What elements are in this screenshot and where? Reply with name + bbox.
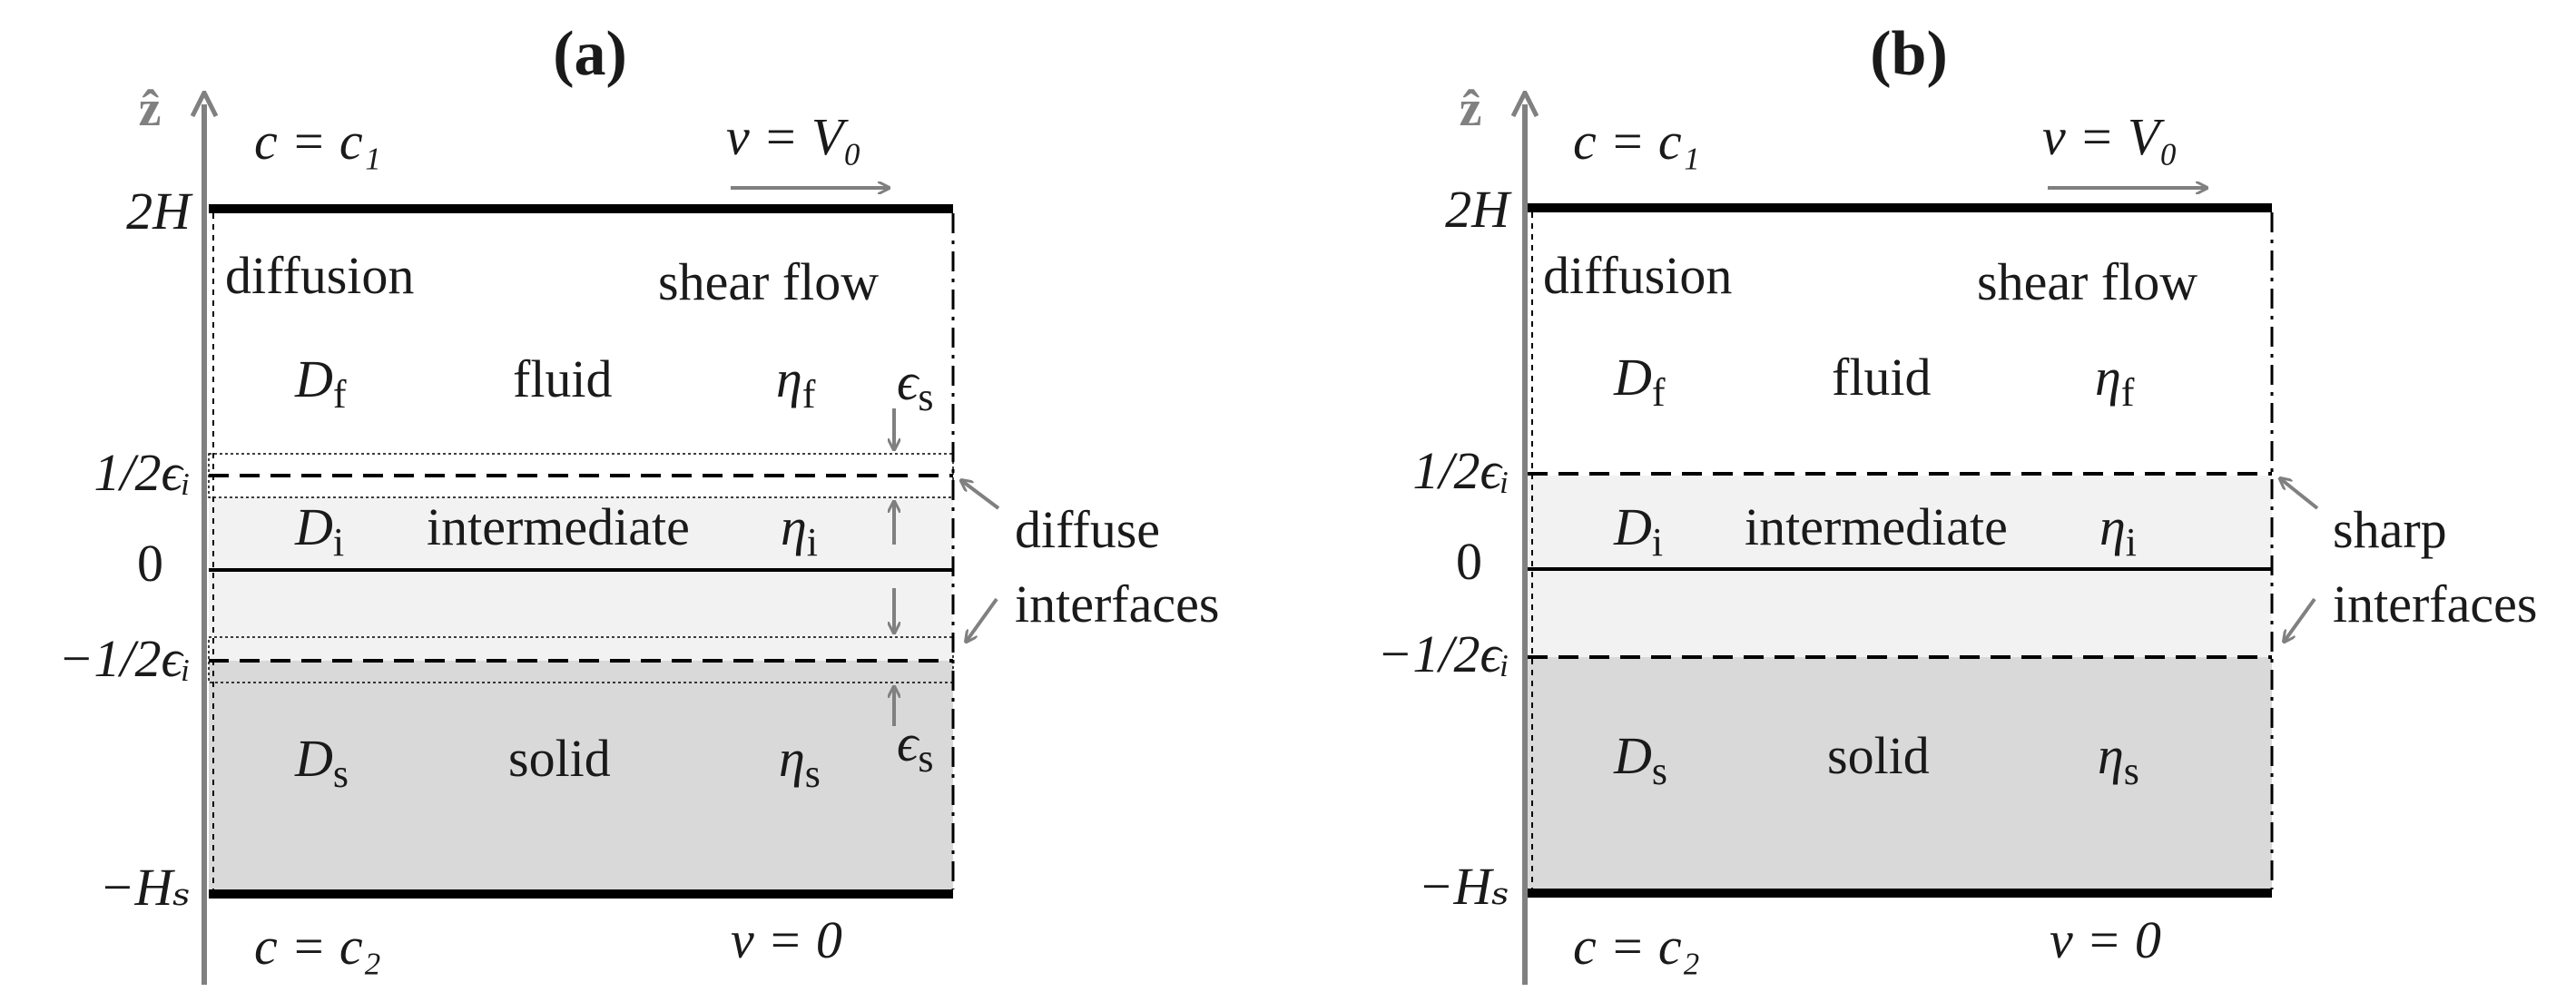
interface-label-line2: interfaces bbox=[2333, 575, 2537, 634]
callout-arrow-bottom bbox=[2285, 597, 2316, 641]
solid-label: solid bbox=[508, 729, 611, 788]
fluid-label: fluid bbox=[513, 349, 613, 408]
tick-2H: 2H bbox=[1445, 180, 1512, 239]
tick-neg-Hs: −Hₛ bbox=[1418, 857, 1509, 916]
tick-neg-half-eps: −1/2ϵᵢ bbox=[58, 629, 191, 688]
intermediate-region-lower bbox=[209, 570, 953, 661]
bottom-c-condition: c = c₂ bbox=[1573, 917, 1700, 976]
D-fluid: Df bbox=[1613, 348, 1666, 415]
eta-intermediate: ηi bbox=[781, 497, 818, 565]
eta-solid: ηs bbox=[779, 729, 821, 796]
z-axis-label: ẑ bbox=[1460, 81, 1482, 137]
interface-label-line1: diffuse bbox=[1015, 500, 1160, 559]
solid-label: solid bbox=[1827, 726, 1930, 785]
interface-label-line2: interfaces bbox=[1015, 575, 1219, 634]
D-intermediate: Di bbox=[1613, 497, 1663, 565]
top-c-condition: c = c₁ bbox=[254, 112, 381, 171]
panel-title: (a) bbox=[553, 19, 627, 89]
fluid-label: fluid bbox=[1832, 348, 1932, 407]
top-v-condition: v = V₀ bbox=[726, 107, 861, 166]
tick-neg-half-eps: −1/2ϵᵢ bbox=[1377, 624, 1509, 683]
panel-b: (b) ẑ 2H 1/2ϵᵢ 0 −1/2ϵᵢ −Hₛ c = c₁ v = V… bbox=[1377, 19, 2537, 985]
diffusion-label: diffusion bbox=[1543, 246, 1732, 305]
D-solid: Ds bbox=[1613, 726, 1667, 793]
tick-neg-Hs: −Hₛ bbox=[99, 858, 191, 917]
solid-region bbox=[1528, 657, 2272, 894]
tick-zero: 0 bbox=[137, 534, 163, 593]
bottom-v-condition: v = 0 bbox=[731, 910, 842, 969]
z-axis-label: ẑ bbox=[139, 81, 162, 137]
diffuse-band-bottom bbox=[208, 636, 954, 683]
intermediate-label: intermediate bbox=[427, 497, 690, 556]
panel-a: (a) ẑ 2H 1/2ϵᵢ 0 −1/2ϵᵢ −Hₛ c = c₁ v = V… bbox=[58, 19, 1219, 985]
eps-bottom-label: ϵs bbox=[897, 713, 934, 781]
eta-solid: ηs bbox=[2098, 726, 2139, 793]
intermediate-region bbox=[1528, 476, 2272, 657]
tick-half-eps: 1/2ϵᵢ bbox=[1412, 441, 1509, 500]
top-c-condition: c = c₁ bbox=[1573, 112, 1700, 171]
eta-fluid: ηf bbox=[2095, 348, 2135, 415]
eta-fluid: ηf bbox=[776, 349, 816, 417]
top-v-condition: v = V₀ bbox=[2042, 107, 2178, 166]
D-fluid: Df bbox=[294, 349, 347, 417]
shear-flow-label: shear flow bbox=[658, 252, 879, 311]
diffusion-label: diffusion bbox=[225, 246, 414, 305]
tick-half-eps: 1/2ϵᵢ bbox=[93, 443, 191, 502]
callout-arrow-bottom bbox=[967, 597, 998, 641]
bottom-c-condition: c = c₂ bbox=[254, 917, 381, 976]
interface-label-line1: sharp bbox=[2333, 500, 2447, 559]
eta-intermediate: ηi bbox=[2099, 497, 2137, 565]
tick-2H: 2H bbox=[126, 182, 193, 241]
tick-zero: 0 bbox=[1456, 532, 1482, 591]
eps-top-label: ϵs bbox=[897, 352, 934, 419]
D-intermediate: Di bbox=[294, 497, 344, 565]
shear-flow-label: shear flow bbox=[1977, 252, 2197, 311]
bottom-v-condition: v = 0 bbox=[2050, 910, 2161, 969]
intermediate-region-upper bbox=[209, 497, 953, 570]
intermediate-label: intermediate bbox=[1745, 497, 2008, 556]
callout-arrow-top bbox=[962, 481, 1000, 510]
callout-arrow-top bbox=[2281, 479, 2319, 510]
solid-region bbox=[209, 661, 953, 894]
panel-title: (b) bbox=[1870, 19, 1948, 89]
D-solid: Ds bbox=[294, 729, 349, 796]
